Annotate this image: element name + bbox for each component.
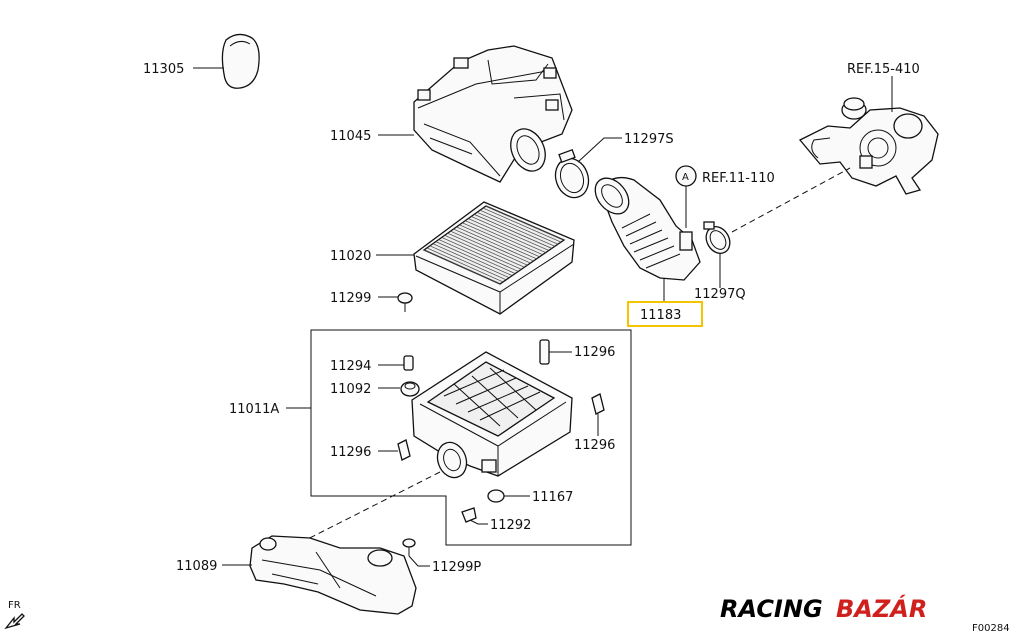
part-11296-clip-right[interactable] (591, 393, 605, 415)
filter-pleat-line (438, 239, 516, 274)
label-11045[interactable]: 11045 (330, 129, 371, 144)
filter-pleat-line (471, 216, 549, 251)
filter-pleat-line (462, 222, 540, 258)
filter-pleat-line (432, 243, 510, 279)
label-11167[interactable]: 11167 (532, 490, 573, 505)
label-ref-11-110[interactable]: REF.11-110 (702, 171, 775, 186)
filter-pleat-line (474, 214, 552, 249)
filter-pleat-line (453, 228, 531, 264)
filter-pleat-line (477, 211, 555, 247)
label-11020[interactable]: 11020 (330, 249, 371, 264)
figure-code: F00284 (972, 623, 1010, 634)
label-11296-left[interactable]: 11296 (330, 445, 371, 460)
label-11183[interactable]: 11183 (640, 308, 681, 323)
front-marker-label: FR (8, 600, 21, 611)
leader-11299P (408, 555, 430, 567)
part-11089-intake-duct[interactable] (249, 535, 417, 615)
dashed-line-duct (289, 471, 441, 549)
filter-pleat-line (459, 224, 537, 260)
part-11020-air-filter[interactable] (413, 201, 575, 315)
part-turbocharger-ref[interactable] (798, 97, 939, 195)
part-11297Q-hose-clamp[interactable] (701, 221, 734, 258)
filter-pleat-line (450, 230, 528, 266)
racing-bazar-logo: RACING BAZÁR (720, 594, 927, 623)
reference-a-marker[interactable]: A (675, 165, 697, 187)
part-air-cleaner-lower-case[interactable] (411, 351, 573, 482)
reference-a-letter: A (682, 172, 689, 183)
filter-pleat-line (479, 209, 559, 245)
part-11296-clip-left[interactable] (397, 439, 411, 461)
label-11089[interactable]: 11089 (176, 559, 217, 574)
label-11292[interactable]: 11292 (490, 518, 531, 533)
part-11297S-hose-clamp[interactable] (550, 149, 594, 202)
filter-pleat-line (447, 232, 525, 268)
part-11299P-clip[interactable] (402, 538, 416, 556)
label-11305[interactable]: 11305 (143, 62, 184, 77)
dashed-line-turbo (731, 167, 851, 233)
label-11294[interactable]: 11294 (330, 359, 371, 374)
label-11296-right[interactable]: 11296 (574, 438, 615, 453)
part-11296-pipe-top[interactable] (539, 339, 550, 365)
part-11305-gasket[interactable] (221, 33, 260, 89)
label-11296-top[interactable]: 11296 (574, 345, 615, 360)
front-arrow-icon (4, 613, 25, 630)
filter-pleat-line (444, 235, 522, 270)
filter-pleats (423, 205, 565, 285)
label-11297Q[interactable]: 11297Q (694, 287, 746, 302)
filter-pleat-line (441, 237, 519, 272)
part-11183-intake-hose[interactable] (588, 172, 701, 281)
label-11299P[interactable]: 11299P (432, 560, 481, 575)
label-11092[interactable]: 11092 (330, 382, 371, 397)
label-11299[interactable]: 11299 (330, 291, 371, 306)
filter-pleat-line (423, 249, 501, 285)
label-11011A[interactable]: 11011A (229, 402, 279, 417)
logo-word-bazar: BAZÁR (836, 594, 927, 623)
label-11297S[interactable]: 11297S (624, 132, 674, 147)
filter-pleat-line (482, 207, 562, 243)
part-11092-bushing[interactable] (400, 381, 420, 397)
filter-pleat-line (426, 247, 504, 283)
part-11045-air-cleaner-cover[interactable] (413, 45, 573, 183)
leader-11297S (577, 137, 622, 163)
logo-word-racing: RACING (720, 595, 823, 623)
part-11167-plug[interactable] (487, 489, 505, 503)
filter-pleat-line (435, 241, 513, 276)
assembly-frame-11011A (310, 329, 632, 546)
part-11292-nut[interactable] (461, 507, 477, 523)
leader-11292 (469, 519, 488, 525)
filter-pleat-line (485, 205, 565, 241)
label-ref-15-410[interactable]: REF.15-410 (847, 62, 920, 77)
filter-pleat-line (465, 220, 543, 255)
filter-pleat-line (456, 226, 534, 262)
filter-pleat-line (468, 218, 546, 253)
highlight-box-11183 (627, 301, 703, 327)
part-11299-clip[interactable] (397, 292, 413, 312)
filter-pleat-line (429, 245, 507, 281)
part-11294-grommet[interactable] (403, 355, 414, 371)
